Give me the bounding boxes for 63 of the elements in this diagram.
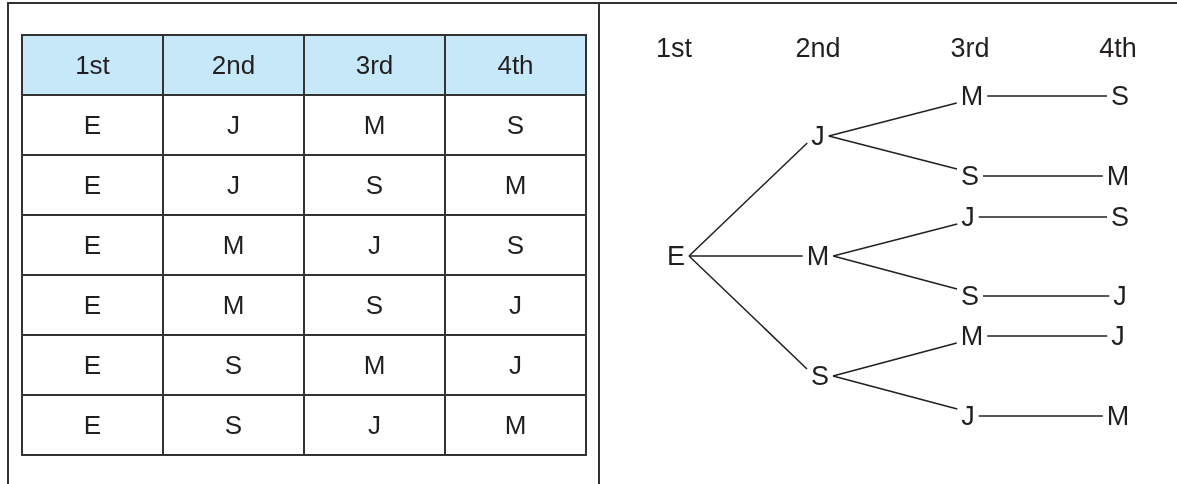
branch-line [986, 95, 1108, 97]
tree-letter: M [1106, 401, 1130, 431]
branch-line [828, 135, 958, 170]
table-cell: E [22, 95, 163, 155]
branch-line [982, 295, 1110, 297]
branch-line [832, 255, 958, 290]
tree-letter: S [1111, 81, 1129, 111]
table-cell: E [22, 395, 163, 455]
table-cell: E [22, 335, 163, 395]
table-cell: M [304, 95, 445, 155]
column-header: 4th [445, 35, 586, 95]
table-cell: M [163, 215, 304, 275]
tree-letter: J [961, 401, 975, 431]
column-header: 3rd [304, 35, 445, 95]
tree-letter: J [1113, 281, 1127, 311]
table-cell: J [445, 275, 586, 335]
column-heading: 2nd [795, 32, 841, 64]
column-heading: 1st [656, 32, 692, 64]
tree-letter: S [811, 361, 829, 391]
branch-line [978, 415, 1104, 417]
branch-line [828, 102, 958, 137]
table-cell: M [445, 395, 586, 455]
column-header: 1st [22, 35, 163, 95]
column-header: 2nd [163, 35, 304, 95]
branch-line [688, 255, 808, 370]
tree-letter: M [960, 321, 984, 351]
column-heading: 4th [1099, 32, 1137, 64]
branch-line [982, 175, 1104, 177]
column-heading: 3rd [950, 32, 990, 64]
tree-letter: S [961, 281, 979, 311]
branch-line [832, 342, 958, 377]
table-cell: M [163, 275, 304, 335]
tree-letter: J [961, 202, 975, 232]
table-cell: E [22, 215, 163, 275]
tree-letter: M [960, 81, 984, 111]
tree-letter: J [811, 121, 825, 151]
tree-letter: S [1111, 202, 1129, 232]
tree-letter: M [1106, 161, 1130, 191]
branch-line [832, 223, 958, 257]
branch-line [688, 255, 804, 257]
table-cell: M [304, 335, 445, 395]
branch-line [986, 335, 1108, 337]
table-cell: E [22, 155, 163, 215]
table-cell: J [163, 95, 304, 155]
tree-letter: J [1111, 321, 1125, 351]
table-cell: E [22, 275, 163, 335]
table-cell: J [445, 335, 586, 395]
table-cell: S [163, 335, 304, 395]
branch-line [978, 216, 1108, 218]
tree-letter: E [667, 241, 685, 271]
table-cell: S [163, 395, 304, 455]
table-cell: J [304, 215, 445, 275]
branch-line [832, 375, 958, 410]
table-cell: J [304, 395, 445, 455]
table-cell: S [445, 215, 586, 275]
table-cell: M [445, 155, 586, 215]
table-cell: J [163, 155, 304, 215]
table-cell: S [304, 275, 445, 335]
tree-letter: S [961, 161, 979, 191]
table-cell: S [445, 95, 586, 155]
branch-line [688, 142, 808, 257]
table-cell: S [304, 155, 445, 215]
tree-letter: M [806, 241, 830, 271]
